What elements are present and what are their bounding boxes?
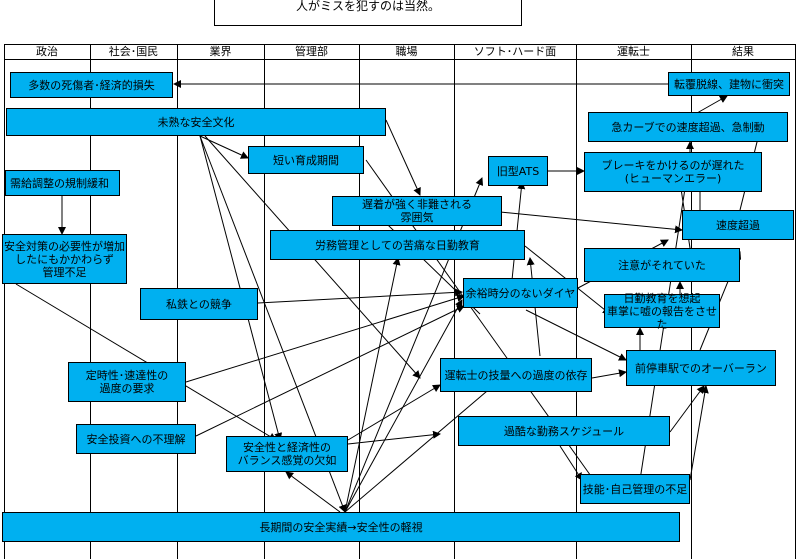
arrow [347, 430, 441, 445]
arrow [344, 299, 463, 513]
arrow [344, 379, 501, 513]
node-private-railway-competition: 私鉄との競争 [140, 288, 258, 320]
node-dayshift-education: 労務管理としての苦痛な日勤教育 [270, 230, 525, 260]
arrow [195, 305, 465, 437]
node-balance-lack: 安全性と経済性の バランス感覚の欠如 [226, 436, 348, 472]
column-header-driver: 運転士 [617, 45, 650, 58]
node-late-braking: ブレーキをかけるのが遅れた (ヒューマンエラー) [584, 152, 762, 192]
node-short-training: 短い育成期間 [248, 146, 364, 174]
arrow [257, 288, 463, 304]
node-management-lack: 安全対策の必要性が増加 したにもかかわらず 管理不足 [2, 234, 127, 284]
node-investment-misunderstanding: 安全投資への不理解 [76, 424, 196, 454]
arrow [185, 294, 465, 383]
column-header-society: 社会･国民 [108, 45, 159, 58]
node-immature-safety-culture: 未熟な安全文化 [6, 108, 386, 136]
arrow [385, 119, 421, 196]
column-header-politics: 政治 [36, 45, 58, 58]
node-punctuality-demand: 定時性･速達性の 過度の要求 [68, 362, 186, 402]
arrow [344, 177, 484, 513]
node-self-management-lack: 技能･自己管理の不足 [580, 474, 690, 504]
column-divider [4, 44, 5, 559]
column-divider [795, 44, 796, 559]
column-header-result: 結果 [732, 45, 754, 58]
arrow [669, 385, 705, 433]
arrow [344, 257, 401, 513]
arrow [525, 309, 627, 361]
node-derailment: 転覆脱線、建物に衝突 [668, 72, 790, 96]
arrow [347, 384, 441, 441]
node-long-safety-record: 長期間の安全実績→安全性の軽視 [2, 512, 680, 542]
node-deregulation: 需給調整の規制緩和 [5, 170, 120, 196]
diagram-title: 人がミスを犯すのは当然。 [214, 0, 522, 26]
column-divider [359, 44, 360, 559]
arrow [591, 369, 627, 379]
column-header-industry: 業界 [209, 45, 232, 58]
column-header-row [4, 44, 796, 60]
arrow [559, 445, 583, 481]
column-header-management: 管理部 [295, 45, 328, 58]
column-divider [454, 44, 455, 559]
arrow [285, 471, 341, 513]
node-blame-atmosphere: 遅着が強く非難される 雰囲気 [332, 196, 502, 226]
arrow [499, 211, 683, 234]
node-sharp-curve-speeding: 急カーブでの速度超過、急制動 [588, 112, 788, 142]
node-overrun: 前停車駅でのオーバーラン [626, 350, 776, 386]
column-header-soft-hard: ソフト･ハード面 [473, 45, 557, 58]
node-casualties: 多数の死傷者･経済的損失 [10, 72, 173, 98]
node-speeding: 速度超過 [682, 210, 794, 240]
node-skill-dependence: 運転士の技量への過度の依存 [440, 358, 592, 392]
node-false-report: 日勤教育を想起 車掌に嘘の報告をさせた [604, 292, 720, 331]
column-divider [90, 44, 91, 559]
column-divider [264, 44, 265, 559]
node-harsh-schedule: 過酷な勤務スケジュール [458, 416, 670, 446]
node-old-ats: 旧型ATS [488, 156, 548, 186]
column-header-workplace: 職場 [395, 45, 418, 58]
arrow [689, 385, 709, 481]
node-distracted: 注意がそれていた [584, 248, 740, 282]
node-no-margin-timetable: 余裕時分のないダイヤ [463, 278, 578, 308]
